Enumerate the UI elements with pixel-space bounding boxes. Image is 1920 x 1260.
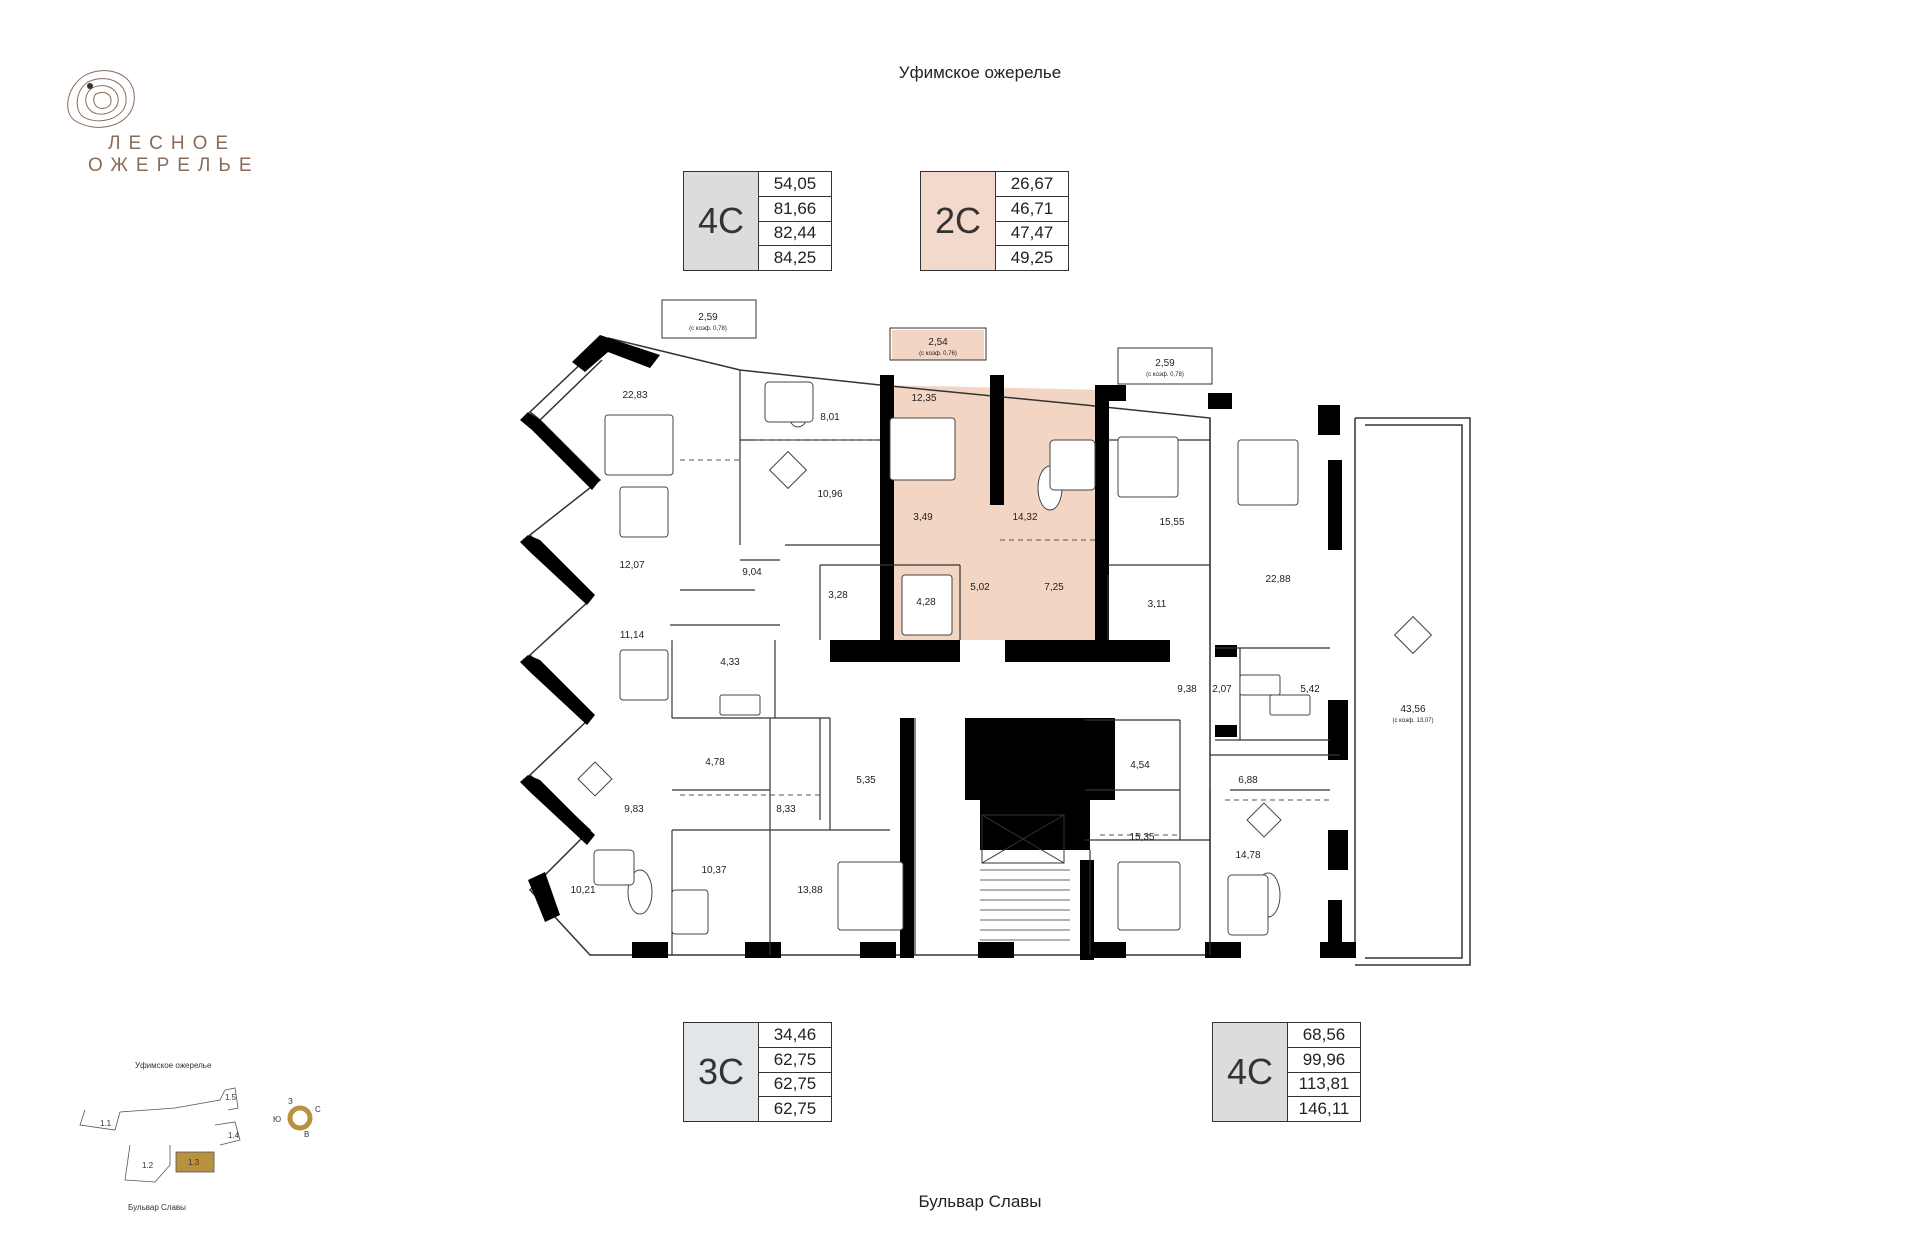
badge-area: 62,75 bbox=[773, 1099, 817, 1119]
balcony-2c-highlight bbox=[892, 330, 984, 360]
stairs bbox=[980, 869, 1070, 941]
badge-area: 26,67 bbox=[996, 172, 1068, 197]
compass-label: В bbox=[304, 1130, 309, 1139]
room-area: 9,04 bbox=[742, 567, 762, 578]
badge-3c-bottom[interactable]: 3С 34,46 62,75 62,75 62,75 bbox=[683, 1022, 832, 1122]
mini-section-label: 1.5 bbox=[225, 1093, 237, 1102]
room-area: 12,07 bbox=[619, 560, 644, 571]
partitions bbox=[670, 370, 1340, 955]
room-area: 10,96 bbox=[817, 489, 842, 500]
mini-section-active[interactable] bbox=[175, 1151, 215, 1173]
room-area: 5,35 bbox=[856, 775, 876, 786]
room-area: 3,49 bbox=[913, 512, 933, 523]
mini-street-bottom: Бульвар Славы bbox=[128, 1203, 186, 1212]
room-area: 14,32 bbox=[1012, 512, 1037, 523]
logo-text-line1: ЛЕСНОЕ bbox=[108, 133, 237, 154]
street-top-label: Уфимское ожерелье bbox=[898, 63, 1062, 82]
badge-type: 4С bbox=[1213, 1023, 1288, 1121]
balcony-note: (с коэф. 0,78) bbox=[689, 326, 727, 332]
mini-street-top: Уфимское ожерелье bbox=[135, 1061, 212, 1070]
balconies bbox=[661, 299, 1213, 385]
badge-area: 54,05 bbox=[759, 172, 831, 197]
badge-area: 146,11 bbox=[1298, 1099, 1350, 1119]
mini-site-map: Уфимское ожерелье 1.1 1.2 1.3 1.4 1.5 Бу… bbox=[79, 1061, 321, 1212]
balcony-area: 2,59 bbox=[698, 312, 718, 323]
room-area: 13,88 bbox=[797, 885, 822, 896]
badge-area: 81,66 bbox=[759, 197, 831, 222]
compass-label: Ю bbox=[273, 1115, 281, 1124]
badge-type: 3С bbox=[684, 1023, 759, 1121]
badge-area: 68,56 bbox=[1288, 1023, 1360, 1048]
badge-area: 82,44 bbox=[759, 222, 831, 247]
room-area: 8,01 bbox=[820, 412, 840, 423]
badge-area: 49,25 bbox=[1010, 248, 1054, 268]
room-area: 7,25 bbox=[1044, 582, 1064, 593]
logo: ЛЕСНОЕ ОЖЕРЕЛЬЕ bbox=[64, 62, 304, 182]
badge-area: 62,75 bbox=[759, 1048, 831, 1073]
compass-label: С bbox=[315, 1105, 321, 1114]
logo-contour-icon bbox=[67, 70, 135, 128]
badge-type: 2С bbox=[921, 172, 996, 270]
room-labels: 22,83 8,01 10,96 12,35 14,32 3,49 15,55 … bbox=[570, 312, 1433, 896]
badge-area: 84,25 bbox=[773, 248, 817, 268]
room-area: 9,83 bbox=[624, 804, 644, 815]
room-area: 11,14 bbox=[620, 630, 645, 641]
room-area: 4,33 bbox=[720, 657, 740, 668]
elevator-shaft bbox=[981, 814, 1065, 864]
room-area: 15,55 bbox=[1159, 517, 1184, 528]
room-area: 12,35 bbox=[911, 393, 936, 404]
mini-section-label: 1.3 bbox=[188, 1158, 200, 1167]
balcony-area: 2,59 bbox=[1155, 358, 1175, 369]
room-area: 6,88 bbox=[1238, 775, 1258, 786]
room-area: 10,37 bbox=[701, 865, 726, 876]
balcony-note: (с коэф. 0,78) bbox=[1146, 372, 1184, 378]
room-area: 5,02 bbox=[970, 582, 990, 593]
dining-tables bbox=[577, 450, 1433, 838]
logo-text-line2: ОЖЕРЕЛЬЕ bbox=[88, 155, 260, 176]
room-area: 4,78 bbox=[705, 757, 725, 768]
badge-area: 99,96 bbox=[1288, 1048, 1360, 1073]
furniture bbox=[593, 381, 1311, 936]
room-area: 4,54 bbox=[1130, 760, 1150, 771]
room-area: 3,11 bbox=[1148, 599, 1167, 610]
mini-section-label: 1.1 bbox=[100, 1119, 112, 1128]
terrace-area: 43,56 bbox=[1400, 704, 1425, 715]
room-area: 2,07 bbox=[1212, 684, 1232, 695]
compass-label: З bbox=[288, 1097, 293, 1106]
badge-type: 4С bbox=[684, 172, 759, 270]
badge-area: 34,46 bbox=[759, 1023, 831, 1048]
street-bottom-label: Бульвар Славы bbox=[918, 1192, 1042, 1211]
room-area: 14,78 bbox=[1235, 850, 1260, 861]
room-area: 5,42 bbox=[1300, 684, 1320, 695]
terrace-note: (с коэф. 13,07) bbox=[1392, 718, 1433, 724]
compass-icon: З С Ю В bbox=[273, 1097, 321, 1139]
mini-section-label: 1.4 bbox=[228, 1131, 240, 1140]
mini-section-label: 1.2 bbox=[142, 1161, 154, 1170]
badge-2c-top[interactable]: 2С 26,67 46,71 47,47 49,25 bbox=[920, 171, 1069, 271]
balcony-area: 2,54 bbox=[928, 337, 948, 348]
room-area: 3,28 bbox=[828, 590, 848, 601]
badge-area: 62,75 bbox=[759, 1073, 831, 1098]
room-area: 22,83 bbox=[622, 390, 647, 401]
zone-dividers bbox=[680, 439, 1330, 836]
room-area: 10,21 bbox=[570, 885, 595, 896]
room-area: 8,33 bbox=[776, 804, 796, 815]
badge-area: 113,81 bbox=[1288, 1073, 1360, 1098]
badge-area: 47,47 bbox=[996, 222, 1068, 247]
room-area: 22,88 bbox=[1265, 574, 1290, 585]
badge-area: 46,71 bbox=[996, 197, 1068, 222]
room-area: 4,28 bbox=[916, 597, 936, 608]
badge-4c-top[interactable]: 4С 54,05 81,66 82,44 84,25 bbox=[683, 171, 832, 271]
balcony-note: (с коэф. 0,76) bbox=[919, 351, 957, 357]
badge-4c-bottom[interactable]: 4С 68,56 99,96 113,81 146,11 bbox=[1212, 1022, 1361, 1122]
room-area: 9,38 bbox=[1177, 684, 1197, 695]
room-area: 15,35 bbox=[1129, 832, 1154, 843]
